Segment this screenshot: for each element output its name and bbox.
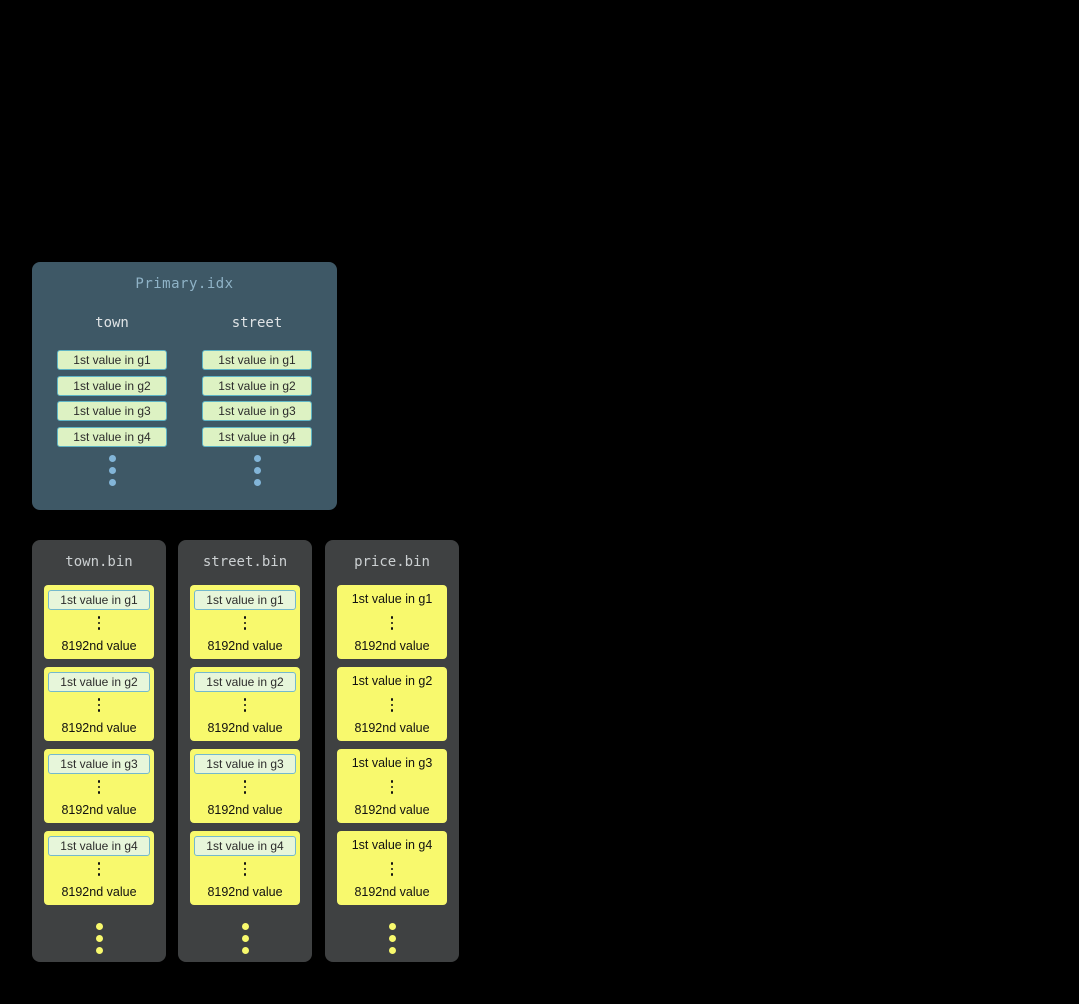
granule-list: 1st value in g1 8192nd value 1st value i… [337,585,447,913]
vertical-ellipsis-icon [178,923,312,954]
vertical-ellipsis-icon [197,454,317,486]
vertical-ellipsis-icon [190,862,300,876]
granule-last-value: 8192nd value [354,639,430,653]
vertical-ellipsis-icon [44,862,154,876]
granule-list: 1st value in g1 8192nd value 1st value i… [190,585,300,913]
index-entry: 1st value in g3 [57,401,167,421]
vertical-ellipsis-icon [337,616,447,630]
vertical-ellipsis-icon [337,862,447,876]
granule-block: 1st value in g3 8192nd value [44,749,154,823]
index-entry: 1st value in g1 [57,350,167,370]
granule-last-value: 8192nd value [207,639,283,653]
vertical-ellipsis-icon [325,923,459,954]
granule-first-value: 1st value in g1 [194,590,296,610]
primary-index-card: Primary.idx town 1st value in g1 1st val… [32,262,337,510]
vertical-ellipsis-icon [44,780,154,794]
granule-last-value: 8192nd value [207,803,283,817]
vertical-ellipsis-icon [190,698,300,712]
granule-first-value: 1st value in g3 [48,754,150,774]
granule-last-value: 8192nd value [207,721,283,735]
granule-first-value: 1st value in g4 [351,838,433,852]
bin-file-title: price.bin [354,554,430,570]
primary-index-title: Primary.idx [135,276,234,292]
vertical-ellipsis-icon [44,698,154,712]
bin-file-title: town.bin [65,554,133,570]
index-entry: 1st value in g2 [57,375,167,396]
index-entry: 1st value in g1 [202,350,312,370]
granule-block: 1st value in g2 8192nd value [44,667,154,741]
index-entry: 1st value in g4 [202,426,312,447]
granule-block: 1st value in g3 8192nd value [337,749,447,823]
vertical-ellipsis-icon [32,923,166,954]
granule-last-value: 8192nd value [61,721,137,735]
granule-first-value: 1st value in g1 [351,592,433,606]
granule-first-value: 1st value in g2 [48,672,150,692]
index-entry: 1st value in g4 [57,426,167,447]
granule-last-value: 8192nd value [354,803,430,817]
granule-first-value: 1st value in g3 [351,756,433,770]
bin-file-title: street.bin [202,554,288,570]
bin-file-card-street: street.bin 1st value in g1 8192nd value … [178,540,312,962]
vertical-ellipsis-icon [190,616,300,630]
granule-last-value: 8192nd value [354,721,430,735]
granule-first-value: 1st value in g4 [48,836,150,856]
granule-last-value: 8192nd value [61,639,137,653]
vertical-ellipsis-icon [52,454,172,486]
granule-block: 1st value in g2 8192nd value [190,667,300,741]
index-entry: 1st value in g2 [202,375,312,396]
vertical-ellipsis-icon [337,698,447,712]
vertical-ellipsis-icon [337,780,447,794]
granule-first-value: 1st value in g1 [48,590,150,610]
column-header-street: street [231,315,283,331]
vertical-ellipsis-icon [44,616,154,630]
granule-first-value: 1st value in g3 [194,754,296,774]
granule-last-value: 8192nd value [354,885,430,899]
granule-first-value: 1st value in g4 [194,836,296,856]
granule-last-value: 8192nd value [61,803,137,817]
index-entry: 1st value in g3 [202,401,312,421]
granule-block: 1st value in g4 8192nd value [44,831,154,905]
granule-last-value: 8192nd value [61,885,137,899]
granule-block: 1st value in g1 8192nd value [44,585,154,659]
column-header-town: town [95,315,129,331]
granule-block: 1st value in g2 8192nd value [337,667,447,741]
index-column-town: town 1st value in g1 1st value in g2 1st… [52,314,172,486]
bin-file-card-town: town.bin 1st value in g1 8192nd value 1s… [32,540,166,962]
granule-first-value: 1st value in g2 [194,672,296,692]
granule-block: 1st value in g1 8192nd value [190,585,300,659]
granule-block: 1st value in g1 8192nd value [337,585,447,659]
granule-last-value: 8192nd value [207,885,283,899]
granule-block: 1st value in g4 8192nd value [337,831,447,905]
granule-block: 1st value in g4 8192nd value [190,831,300,905]
granule-list: 1st value in g1 8192nd value 1st value i… [44,585,154,913]
granule-first-value: 1st value in g2 [351,674,433,688]
granule-block: 1st value in g3 8192nd value [190,749,300,823]
index-column-street: street 1st value in g1 1st value in g2 1… [197,314,317,486]
vertical-ellipsis-icon [190,780,300,794]
bin-file-card-price: price.bin 1st value in g1 8192nd value 1… [325,540,459,962]
